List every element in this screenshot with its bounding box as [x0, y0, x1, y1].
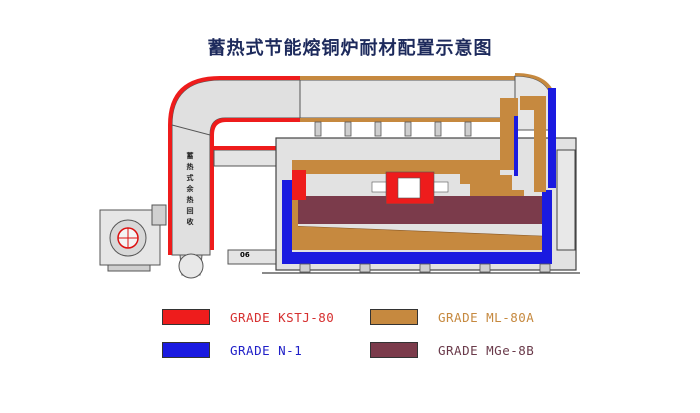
connecting-duct [213, 146, 277, 265]
legend-label-mge: GRADE MGe-8B [438, 342, 535, 358]
legend-label-n1: GRADE N-1 [230, 342, 303, 358]
legend-item-ml: GRADE ML-80A [370, 309, 534, 325]
blower-fan [99, 204, 167, 272]
legend-item-n1: GRADE N-1 [162, 342, 302, 358]
legend-swatch-kstj [162, 309, 210, 325]
box-label: 06 [240, 251, 250, 259]
legend-swatch-n1 [162, 342, 210, 358]
legend-item-kstj: GRADE KSTJ-80 [162, 309, 334, 325]
legend-swatch-ml [370, 309, 418, 325]
duct-label: 蓄热式余热回收 [186, 152, 194, 229]
legend-item-mge: GRADE MGe-8B [370, 342, 534, 358]
legend-swatch-mge [370, 342, 418, 358]
legend-label-kstj: GRADE KSTJ-80 [230, 309, 335, 325]
diagram-title: 蓄热式节能熔铜炉耐材配置示意图 [207, 38, 493, 59]
legend-label-ml: GRADE ML-80A [438, 309, 535, 325]
furnace-body [262, 88, 580, 274]
